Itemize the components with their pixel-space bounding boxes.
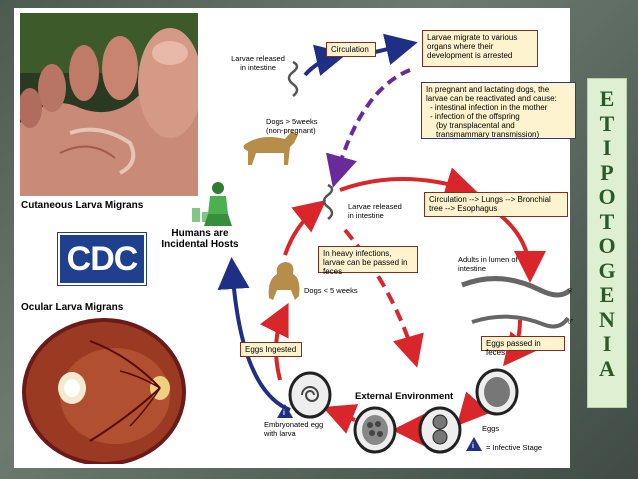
arrow-embryo-to-human [217,257,291,412]
arrow-larvae-to-circulation [303,44,348,77]
cdc-logo: CDC [58,233,146,285]
label-eggs: Eggs [482,424,500,433]
humans-caption: Humans are Incidental Hosts [161,228,239,250]
label-dogs-older: Dogs > 5weeks (non-pregnant) [266,117,318,135]
egg-developing-icon [418,406,462,454]
label-dogs-young: Dogs < 5 weeks [304,286,358,295]
cutaneous-caption: Cutaneous Larva Migrans [21,200,144,211]
box-eggs-ingested: Eggs Ingested [240,342,302,357]
label-adults-lumen: Adults in lumen of intestine [458,255,518,273]
infective-badge: i [283,410,285,417]
label-female-symbol: ♀ [566,285,575,297]
box-heavy-infection: In heavy infections, larvae can be passe… [318,246,418,276]
box-pregnant-dogs: In pregnant and lactating dogs, the larv… [421,82,576,139]
pregnant-item: - infection of the offspring [430,112,520,121]
arrow-larvae-to-circ2 [339,167,478,199]
label-larvae-released-mid: Larvae released in intestine [348,202,402,220]
ocular-photo [20,316,188,464]
adult-female-icon [461,276,572,298]
pregnant-item: (by transplacental and [436,121,515,130]
human-figure-icon [192,182,232,226]
side-title: E T I P O T O G E N I A [598,86,616,381]
arrow-egg3-to-embryo [322,404,359,434]
pregnant-item: transmammary transmission) [436,130,540,139]
arrow-eggs-to-egg2 [456,391,490,426]
label-external-environment: External Environment [355,391,454,402]
arrow-circ2-to-adults [498,213,546,283]
legend-infective-badge: i [472,443,474,450]
side-title-panel: E T I P O T O G E N I A [587,78,627,408]
larva-mid-icon [322,183,334,220]
box-circulation-lungs: Circulation --> Lungs --> Bronchial tree… [424,192,568,217]
label-embryonated: Embryonated egg with larva [264,420,324,438]
dog-adult-icon [243,131,298,165]
egg-embryonated-icon [288,371,332,419]
label-larvae-released-top: Larvae released in intestine [231,54,285,72]
larva-top-icon [287,60,299,97]
arrow-circulation-to-migrate [374,33,418,65]
arrow-reactivation [326,68,411,188]
legend-infective-icon [466,437,482,451]
egg-morula-icon [353,406,397,454]
egg-passed-icon [475,368,519,416]
cutaneous-photo [20,13,198,196]
ocular-caption: Ocular Larva Migrans [21,302,124,313]
dog-puppy-icon [268,262,300,300]
adult-male-icon [471,314,570,329]
arrow-dog-to-larvae [283,200,327,256]
label-male-symbol: ♂ [566,316,575,328]
box-larvae-migrate: Larvae migrate to various organs where t… [422,30,538,67]
pregnant-item: - intestinal infection in the mother [430,103,548,112]
label-infective-legend: = Infective Stage [486,443,543,452]
infective-stage-icon [277,404,293,418]
box-circulation: Circulation [326,42,376,57]
box-eggs-passed: Eggs passed in feces [481,336,565,357]
